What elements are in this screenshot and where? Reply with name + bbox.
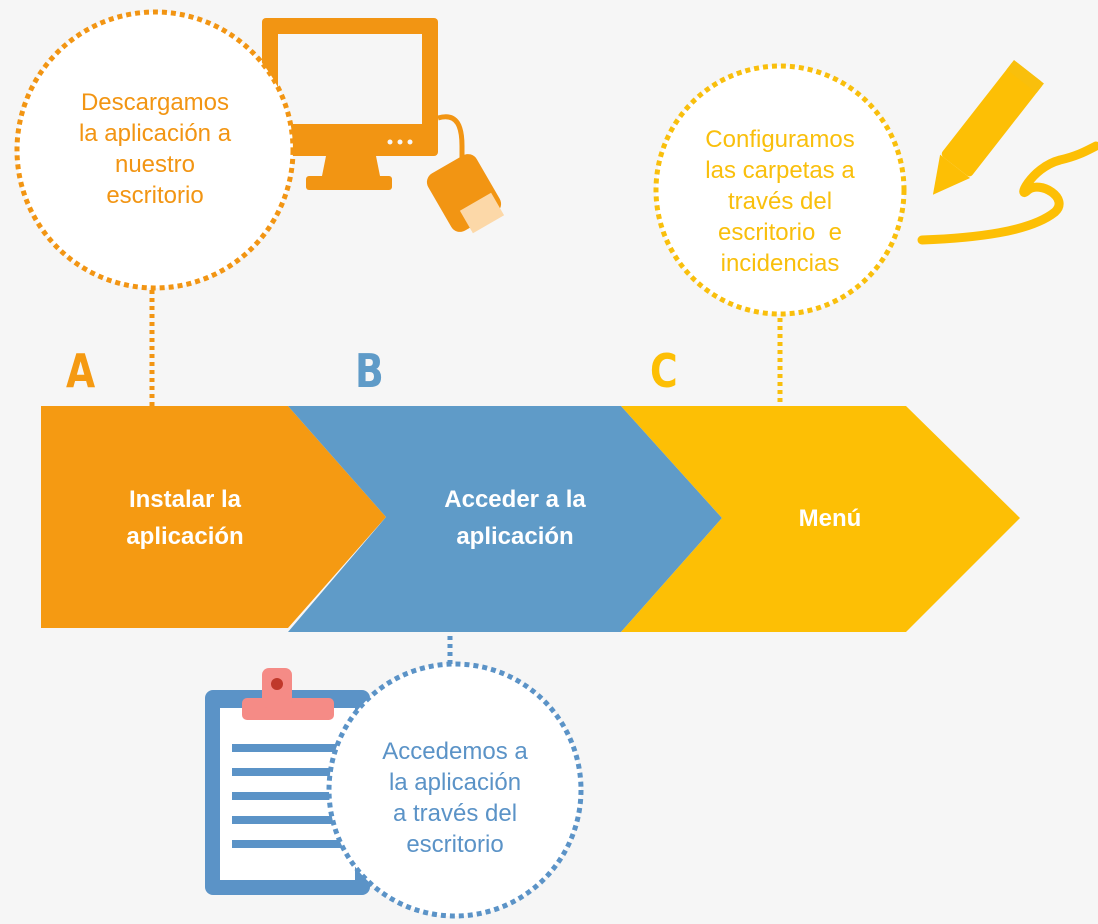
step-a-label-line: aplicación xyxy=(126,523,244,550)
bubble-c-line: escritorio e xyxy=(717,218,843,246)
bubble-c-line: las carpetas a xyxy=(705,156,855,184)
bubble-c-circle xyxy=(653,63,907,317)
step-a-label-line: Instalar la xyxy=(128,486,242,513)
bubble-b-line: a través del xyxy=(392,800,518,827)
bubble-a-line: nuestro xyxy=(114,151,196,178)
step-b-letter: B xyxy=(355,344,384,398)
step-b-arrow xyxy=(288,406,722,632)
bubble-b-line: Accedemos a xyxy=(382,738,528,765)
step-a-label: Instalar la aplicación xyxy=(60,470,310,566)
step-b-label-line: aplicación xyxy=(456,523,574,550)
bubble-b-line: la aplicación xyxy=(388,769,522,796)
computer-monitor-icon xyxy=(262,18,505,234)
step-b-label-line: Acceder a la xyxy=(444,486,586,513)
bubble-a-line: escritorio xyxy=(106,182,204,209)
step-a-letter: A xyxy=(66,344,96,398)
bubble-c-text: Configuramos las carpetas a través del e… xyxy=(670,108,890,294)
step-c-letter: C xyxy=(650,344,678,398)
bubble-a-line: la aplicación a xyxy=(78,120,232,147)
step-c-label-line: Menú xyxy=(798,504,862,532)
bubble-c-line: Configuramos xyxy=(705,125,855,153)
bubble-a-line: Descargamos xyxy=(80,89,230,116)
step-c-label: Menú xyxy=(740,470,920,566)
bubble-b-line: escritorio xyxy=(406,831,504,858)
bubble-c-line: través del xyxy=(727,187,833,215)
pencil-icon xyxy=(917,60,1098,245)
clipboard-icon xyxy=(205,668,370,895)
bubble-a-circle xyxy=(14,9,296,291)
bubble-a-text: Descargamos la aplicación a nuestro escr… xyxy=(35,75,275,223)
bubble-b-text: Accedemos a la aplicación a través del e… xyxy=(340,724,570,872)
step-b-label: Acceder a la aplicación xyxy=(390,470,640,566)
bubble-c-line: incidencias xyxy=(720,249,840,277)
step-a-arrow xyxy=(41,406,386,628)
bubble-b-circle xyxy=(326,661,584,919)
step-c-arrow xyxy=(621,406,1020,632)
